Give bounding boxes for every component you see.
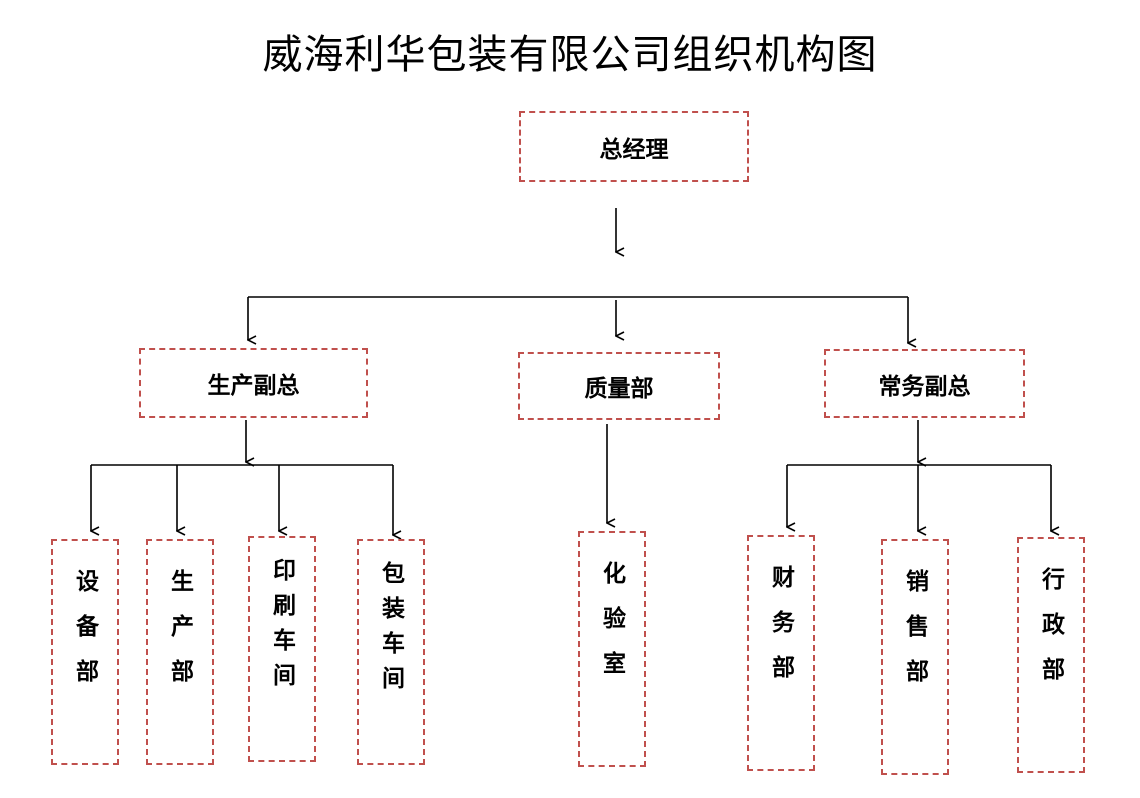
node-ops-vp: 常务副总 bbox=[824, 349, 1025, 418]
node-general-manager-label: 总经理 bbox=[599, 135, 669, 163]
node-lab: 化验室 bbox=[578, 531, 646, 767]
node-quality-dept-label: 质量部 bbox=[584, 375, 654, 402]
node-equipment-dept: 设备部 bbox=[51, 539, 119, 765]
node-admin-dept-label: 行政部 bbox=[1037, 567, 1065, 702]
node-general-manager: 总经理 bbox=[519, 111, 749, 182]
node-ops-vp-label: 常务副总 bbox=[878, 372, 971, 400]
node-finance-dept-label: 财务部 bbox=[767, 565, 795, 700]
node-production-dept-label: 生产部 bbox=[166, 569, 194, 704]
node-production-vp: 生产副总 bbox=[139, 348, 368, 418]
node-finance-dept: 财务部 bbox=[747, 535, 815, 771]
node-printing-workshop-label: 印刷车间 bbox=[268, 558, 296, 698]
node-production-dept: 生产部 bbox=[146, 539, 214, 765]
node-lab-label: 化验室 bbox=[598, 561, 626, 696]
node-packaging-workshop: 包装车间 bbox=[357, 539, 425, 765]
node-admin-dept: 行政部 bbox=[1017, 537, 1085, 773]
node-sales-dept-label: 销售部 bbox=[901, 569, 929, 704]
node-quality-dept: 质量部 bbox=[518, 352, 720, 420]
node-packaging-workshop-label: 包装车间 bbox=[377, 561, 405, 701]
node-printing-workshop: 印刷车间 bbox=[248, 536, 316, 762]
node-sales-dept: 销售部 bbox=[881, 539, 949, 775]
chart-title: 威海利华包装有限公司组织机构图 bbox=[262, 32, 878, 78]
node-production-vp-label: 生产副总 bbox=[207, 372, 300, 399]
node-equipment-dept-label: 设备部 bbox=[71, 569, 99, 704]
